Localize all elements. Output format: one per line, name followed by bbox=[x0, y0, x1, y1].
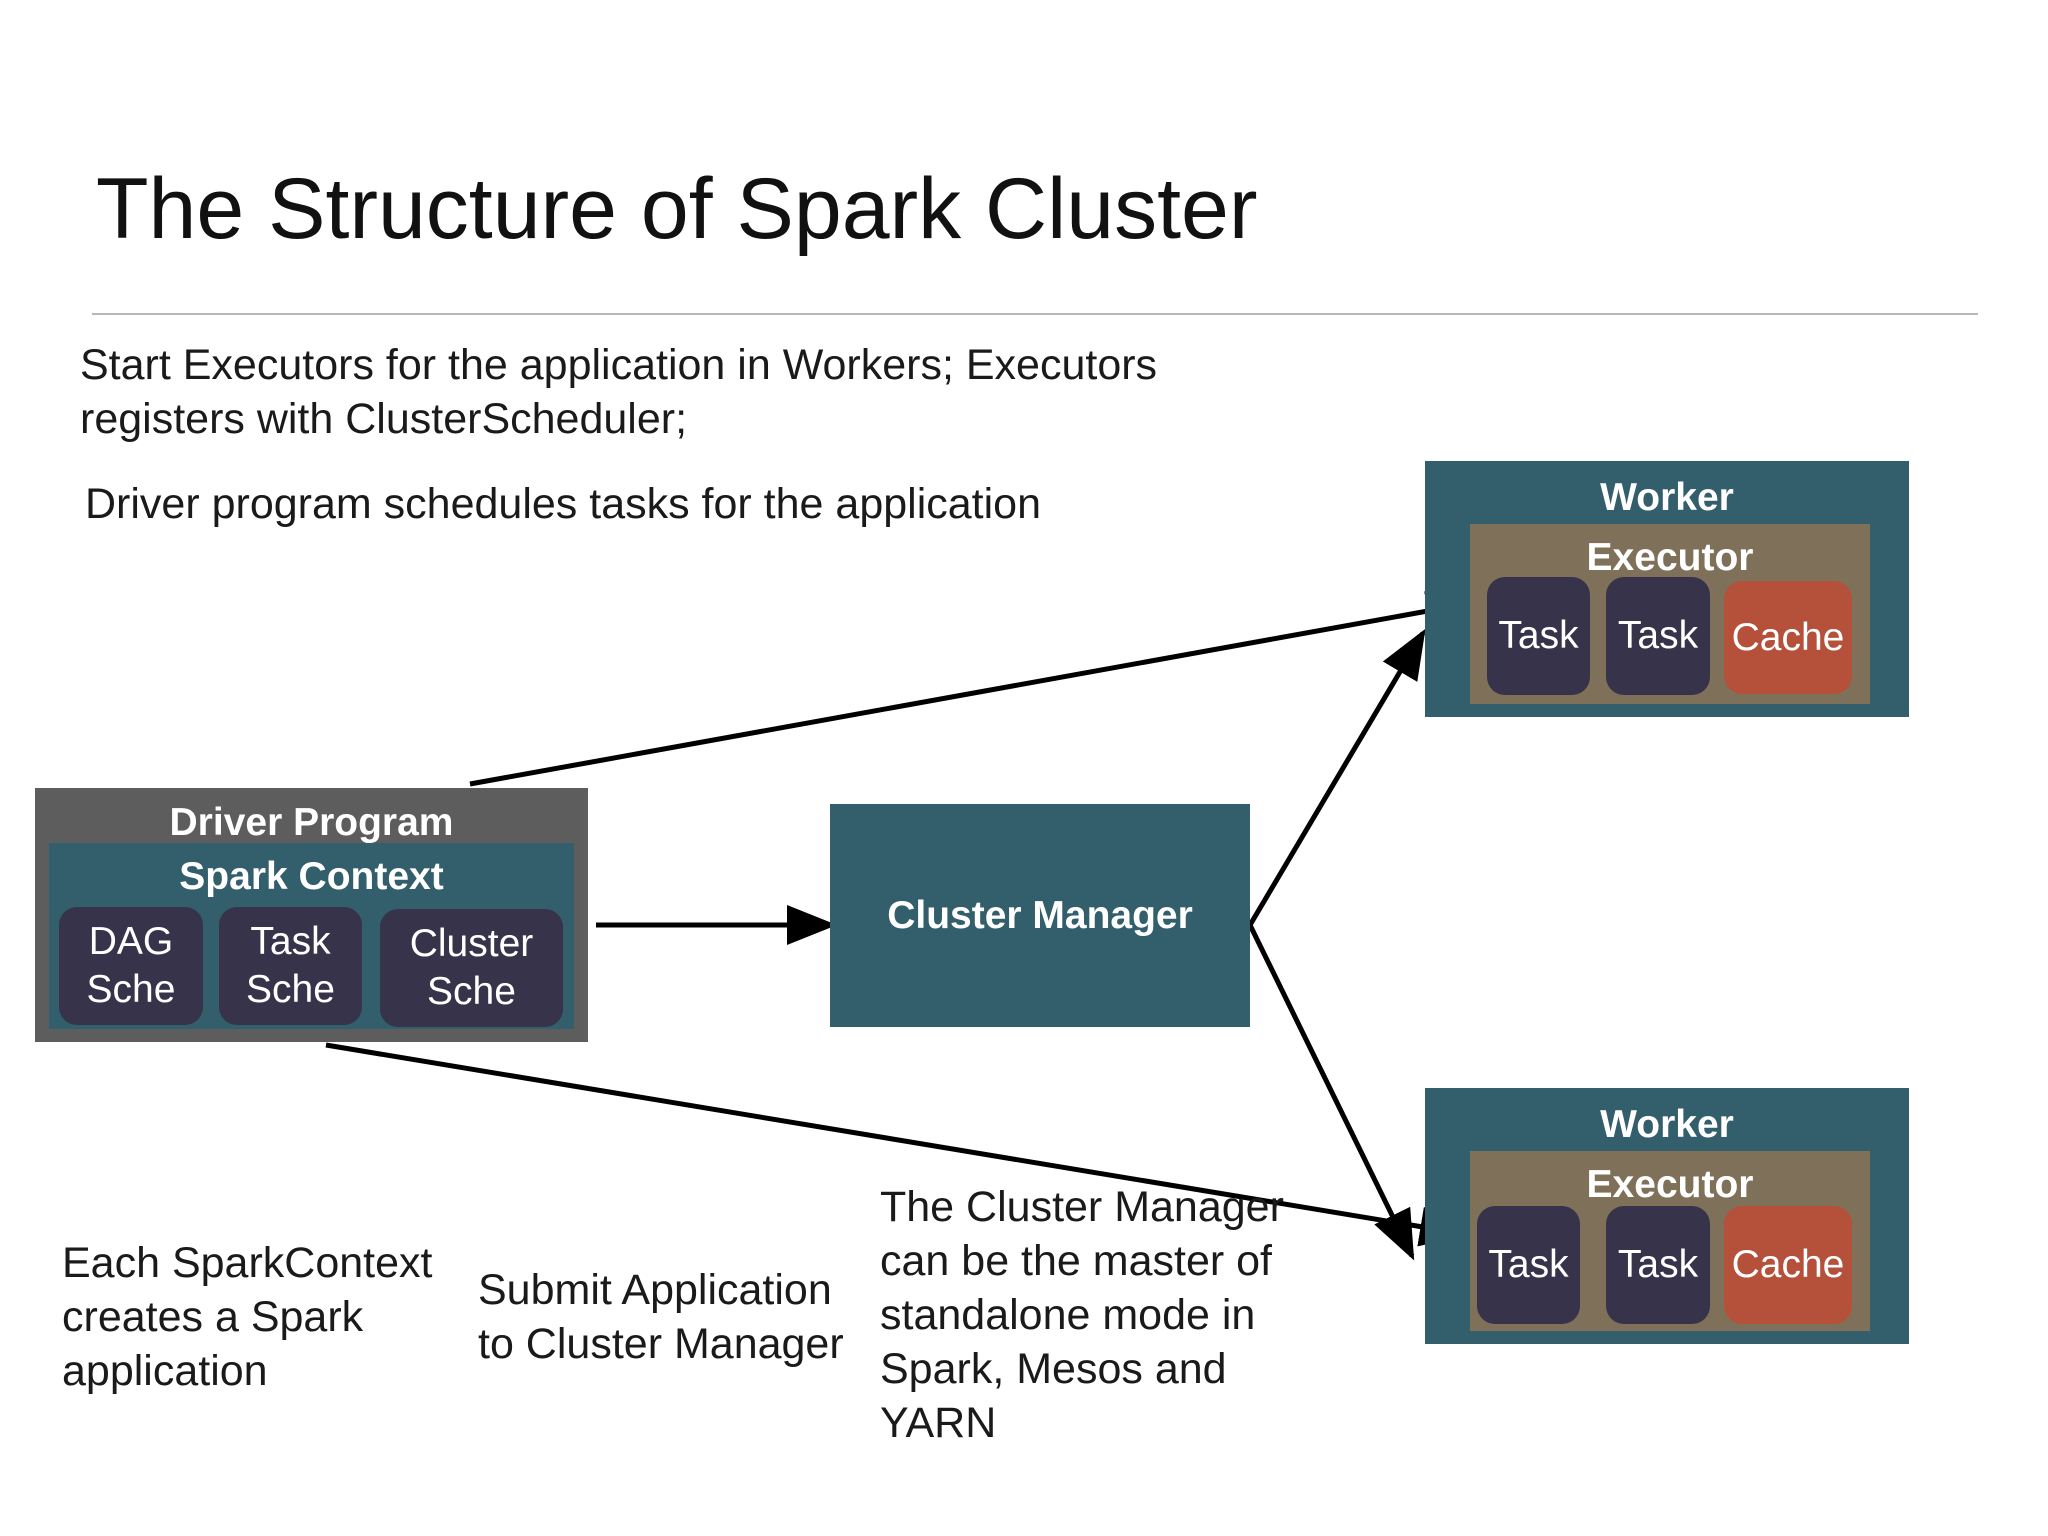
driver-program-box: Driver Program Spark Context DAG Sche Ta… bbox=[35, 788, 588, 1042]
note-line: can be the master of bbox=[880, 1237, 1272, 1285]
arrow-driver-to-worker2 bbox=[325, 1042, 1470, 1247]
executor-box: Executor Task Task Cache bbox=[1470, 1151, 1870, 1331]
task-block: Task bbox=[1487, 577, 1590, 695]
task-block: Task bbox=[1606, 1206, 1710, 1324]
note-line: Submit Application bbox=[478, 1266, 832, 1314]
cache-block: Cache bbox=[1724, 1206, 1852, 1324]
executor-label: Executor bbox=[1586, 1163, 1754, 1206]
note-line: standalone mode in bbox=[880, 1291, 1256, 1339]
arrow-driver-to-worker1 bbox=[469, 591, 1477, 787]
submit-application-note: Submit Application to Cluster Manager bbox=[478, 1263, 844, 1371]
note-line: to Cluster Manager bbox=[478, 1320, 844, 1368]
cluster-scheduler-block: Cluster Sche bbox=[380, 909, 563, 1027]
note-line: creates a Spark bbox=[62, 1293, 364, 1341]
task-block: Task bbox=[1477, 1206, 1580, 1324]
dag-scheduler-block: DAG Sche bbox=[59, 907, 203, 1025]
title-divider bbox=[92, 313, 1978, 315]
note-line: The Cluster Manager bbox=[880, 1183, 1284, 1231]
worker-label: Worker bbox=[1600, 1103, 1734, 1146]
cluster-manager-label: Cluster Manager bbox=[887, 894, 1193, 937]
driver-program-label: Driver Program bbox=[169, 801, 454, 844]
spark-context-label: Spark Context bbox=[179, 855, 444, 898]
scheduler-line: Sche bbox=[246, 968, 335, 1011]
executors-note: Start Executors for the application in W… bbox=[80, 338, 1157, 446]
scheduler-line: Cluster bbox=[409, 922, 534, 965]
page-title: The Structure of Spark Cluster bbox=[96, 161, 1258, 257]
task-block: Task bbox=[1606, 577, 1710, 695]
worker-box: Worker Executor Task Task Cache bbox=[1425, 461, 1909, 717]
note-line: Each SparkContext bbox=[62, 1239, 433, 1287]
arrow-cluster-manager-to-worker1 bbox=[1247, 628, 1426, 927]
worker-label: Worker bbox=[1600, 476, 1734, 519]
task-scheduler-block: Task Sche bbox=[219, 907, 362, 1025]
cluster-manager-note: The Cluster Manager can be the master of… bbox=[880, 1180, 1284, 1450]
note-line: application bbox=[62, 1347, 268, 1395]
executor-box: Executor Task Task Cache bbox=[1470, 524, 1870, 704]
scheduler-line: Sche bbox=[427, 970, 516, 1013]
scheduler-line: Sche bbox=[86, 968, 176, 1011]
executor-label: Executor bbox=[1586, 536, 1754, 579]
executors-note-line: registers with ClusterScheduler; bbox=[80, 395, 688, 443]
executors-note-line: Start Executors for the application in W… bbox=[80, 341, 1158, 389]
driver-schedules-note: Driver program schedules tasks for the a… bbox=[85, 480, 1041, 528]
cache-block: Cache bbox=[1724, 581, 1852, 694]
scheduler-line: Task bbox=[250, 920, 331, 963]
arrow-cluster-manager-to-worker2 bbox=[1247, 923, 1415, 1261]
note-line: Spark, Mesos and bbox=[880, 1345, 1227, 1393]
cluster-manager-box: Cluster Manager bbox=[830, 804, 1250, 1027]
spark-context-box: Spark Context DAG Sche Task Sche Cluster… bbox=[49, 843, 574, 1029]
spark-context-note: Each SparkContext creates a Spark applic… bbox=[62, 1236, 432, 1398]
note-line: YARN bbox=[880, 1399, 997, 1447]
worker-box: Worker Executor Task Task Cache bbox=[1425, 1088, 1909, 1344]
scheduler-line: DAG bbox=[88, 920, 174, 963]
